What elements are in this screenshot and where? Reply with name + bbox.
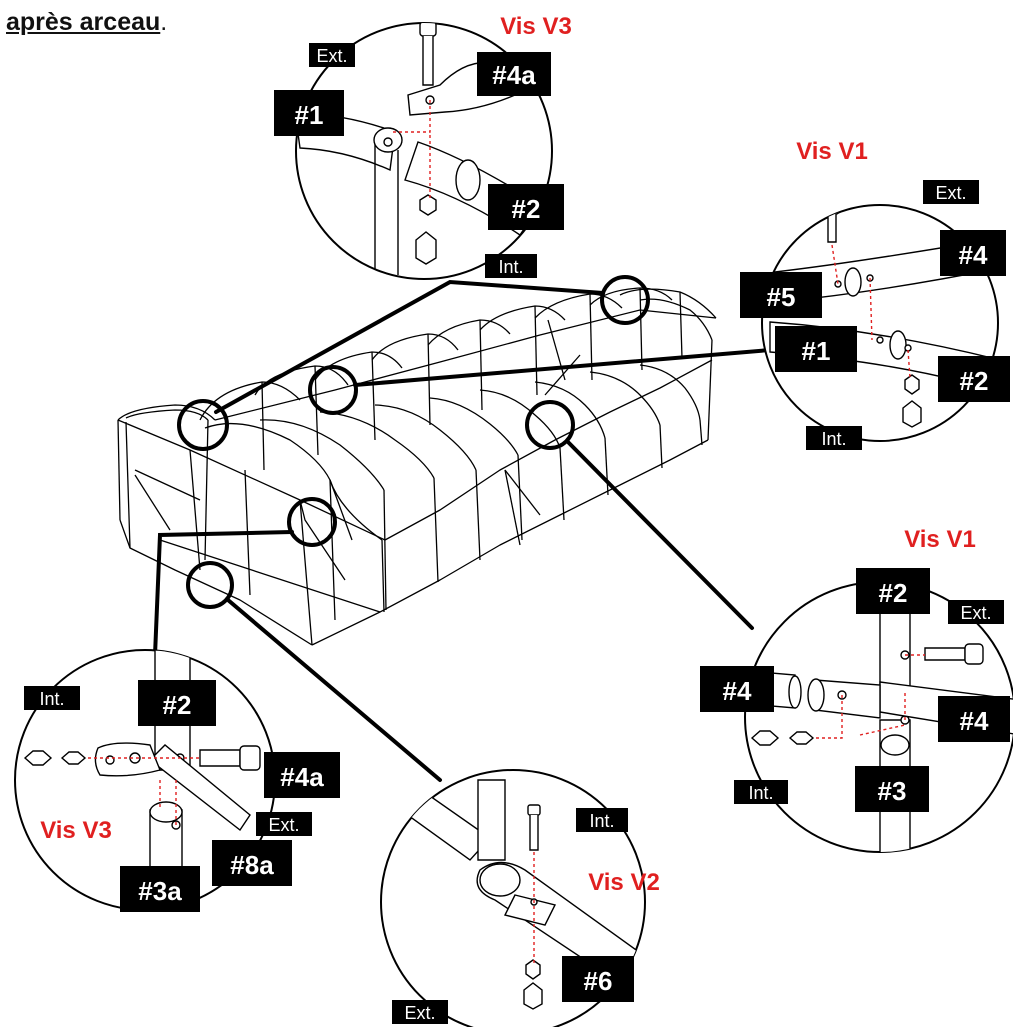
label-4-left-3: #4 [723,676,752,706]
label-1-1: #1 [295,100,324,130]
detail-markers [177,275,650,609]
marker-side-joint [525,400,575,450]
label-ext-5: Ext. [404,1003,435,1023]
page-heading: après arceau. [6,8,167,37]
label-4-right-3: #4 [960,706,989,736]
label-4-2: #4 [959,240,988,270]
heading-text: après arceau [6,8,161,36]
label-int-1: Int. [498,257,523,277]
screw-label-2: Vis V1 [796,138,868,165]
leader-lines [153,279,772,782]
marker-brace-joint [287,497,337,547]
label-int-2: Int. [821,429,846,449]
label-4a-4: #4a [280,762,324,792]
heading-suffix: . [160,8,168,36]
label-2-3: #2 [879,578,908,608]
label-2-2: #2 [960,366,989,396]
labels: Ext. Vis V3 #4a #1 #2 Int. Vis V1 Ext. #… [24,13,1010,1024]
label-ext-3: Ext. [960,603,991,623]
label-ext-1: Ext. [316,46,347,66]
label-int-4: Int. [39,689,64,709]
marker-top-right-joint [600,275,650,325]
screw-label-5: Vis V2 [588,869,660,896]
greenhouse-frame [117,287,717,646]
label-ext-2: Ext. [935,183,966,203]
label-8a-4: #8a [230,850,274,880]
detail-middle-right [744,581,1013,853]
marker-front-arch-joint [177,399,229,451]
label-ext-4: Ext. [268,815,299,835]
label-3a-4: #3a [138,876,182,906]
label-2-4: #2 [163,690,192,720]
label-3-3: #3 [878,776,907,806]
label-6-5: #6 [584,966,613,996]
marker-ridge-joint [308,365,358,415]
label-1-2: #1 [802,336,831,366]
marker-base-joint [186,561,234,609]
label-int-3: Int. [748,783,773,803]
label-int-5: Int. [589,811,614,831]
screw-label-1: Vis V3 [500,13,572,40]
screw-label-3: Vis V1 [904,526,976,553]
label-5-2: #5 [767,282,796,312]
screw-label-4: Vis V3 [40,817,112,844]
label-2-1: #2 [512,194,541,224]
label-4a-1: #4a [492,60,536,90]
